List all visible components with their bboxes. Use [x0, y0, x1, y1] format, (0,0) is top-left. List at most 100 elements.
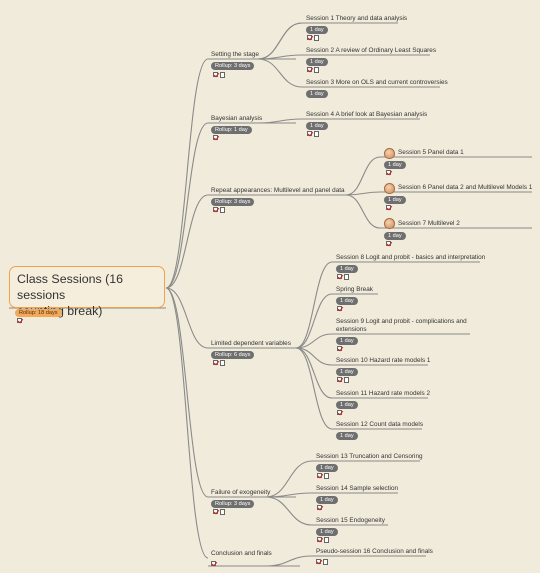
document-icon[interactable] [220, 72, 225, 78]
session-label[interactable]: Pseudo-session 16 Conclusion and finals [316, 548, 433, 555]
root-rollup-badge: Rollup: 18 days [15, 309, 62, 317]
document-icon[interactable] [324, 537, 329, 543]
checkbox-icon[interactable] [337, 346, 342, 351]
session-label[interactable]: Session 15 Endogeneity [316, 517, 385, 524]
duration-badge: 1 day [384, 196, 406, 204]
connector [345, 191, 381, 196]
checkbox-icon[interactable] [17, 318, 22, 323]
checkbox-icon[interactable] [337, 306, 342, 311]
connector [345, 156, 381, 196]
connector [295, 347, 333, 399]
connector [165, 287, 209, 349]
document-icon[interactable] [323, 559, 328, 565]
duration-badge: 1 day [336, 401, 358, 409]
connector [295, 261, 333, 349]
session-label[interactable]: Session 6 Panel data 2 and Multilevel Mo… [398, 184, 533, 191]
checkbox-icon[interactable] [211, 561, 216, 566]
rollup-badge: Rollup: 6 days [211, 351, 255, 359]
duration-badge: 1 day [384, 161, 406, 169]
checkbox-icon[interactable] [307, 67, 312, 72]
connector [265, 460, 313, 498]
document-icon[interactable] [314, 35, 319, 41]
document-icon[interactable] [314, 131, 319, 137]
session-label[interactable]: Session 4 A brief look at Bayesian analy… [306, 111, 428, 118]
rollup-badge: Rollup: 3 days [211, 500, 255, 508]
session-label[interactable]: Session 3 More on OLS and current contro… [306, 79, 448, 86]
checkbox-icon[interactable] [386, 205, 391, 210]
session-label[interactable]: Session 8 Logit and probit - basics and … [336, 254, 486, 261]
hand-icon [384, 148, 395, 159]
session-label[interactable]: Session 10 Hazard rate models 1 [336, 357, 431, 364]
checkbox-icon[interactable] [213, 207, 218, 212]
checkbox-icon[interactable] [317, 505, 322, 510]
duration-badge: 1 day [306, 58, 328, 66]
duration-badge: 1 day [336, 368, 358, 376]
duration-badge: 1 day [336, 432, 358, 440]
session-label[interactable]: Session 13 Truncation and Censoring [316, 453, 423, 460]
checkbox-icon[interactable] [386, 241, 391, 246]
hand-icon [384, 218, 395, 229]
duration-badge: 1 day [384, 232, 406, 240]
document-icon[interactable] [344, 274, 349, 280]
connector [295, 293, 333, 349]
session-label-cont[interactable]: extensions [336, 326, 367, 333]
rollup-badge: Rollup: 3 days [211, 62, 255, 70]
connector [295, 347, 333, 430]
duration-badge: 1 day [306, 26, 328, 34]
session-label[interactable]: Session 14 Sample selection [316, 485, 399, 492]
duration-badge: 1 day [316, 528, 338, 536]
session-label[interactable]: Session 2 A review of Ordinary Least Squ… [306, 47, 437, 54]
topic-repeat-appearances[interactable]: Repeat appearances: Multilevel and panel… [211, 187, 345, 194]
duration-badge: 1 day [306, 122, 328, 130]
checkbox-icon[interactable] [316, 559, 321, 564]
document-icon[interactable] [220, 207, 225, 213]
connector [257, 58, 303, 88]
document-icon[interactable] [314, 67, 319, 73]
connector [265, 492, 313, 498]
session-label[interactable]: Session 11 Hazard rate models 2 [336, 390, 431, 397]
duration-badge: 1 day [316, 496, 338, 504]
connector [265, 555, 313, 567]
checkbox-icon[interactable] [337, 377, 342, 382]
session-label[interactable]: Session 12 Count data models [336, 421, 424, 428]
duration-badge: 1 day [336, 297, 358, 305]
document-icon[interactable] [324, 473, 329, 479]
topic-bayesian-analysis[interactable]: Bayesian analysis [211, 115, 263, 122]
checkbox-icon[interactable] [213, 72, 218, 77]
connector [165, 194, 209, 289]
session-label[interactable]: Session 1 Theory and data analysis [306, 15, 408, 22]
checkbox-icon[interactable] [307, 131, 312, 136]
checkbox-icon[interactable] [317, 473, 322, 478]
connector [165, 58, 209, 289]
topic-limited-dependent-variables[interactable]: Limited dependent variables [211, 340, 291, 347]
connector [165, 122, 209, 289]
topic-setting-the-stage[interactable]: Setting the stage [211, 51, 259, 58]
connector [257, 54, 303, 60]
checkbox-icon[interactable] [213, 509, 218, 514]
document-icon[interactable] [220, 360, 225, 366]
connector [265, 496, 313, 526]
connector [257, 22, 303, 60]
session-label[interactable]: Session 5 Panel data 1 [398, 149, 464, 156]
root-node[interactable]: Class Sessions (16 sessions counting bre… [9, 266, 165, 318]
duration-badge: 1 day [316, 464, 338, 472]
checkbox-icon[interactable] [386, 170, 391, 175]
checkbox-icon[interactable] [337, 274, 342, 279]
checkbox-icon[interactable] [337, 410, 342, 415]
session-label[interactable]: Session 7 Multilevel 2 [398, 220, 460, 227]
checkbox-icon[interactable] [307, 35, 312, 40]
session-label[interactable]: Spring Break [336, 286, 373, 293]
document-icon[interactable] [344, 377, 349, 383]
session-label[interactable]: Session 9 Logit and probit - complicatio… [336, 318, 467, 325]
topic-conclusion-and-finals[interactable]: Conclusion and finals [211, 550, 272, 557]
rollup-badge: Rollup: 1 day [211, 126, 252, 134]
checkbox-icon[interactable] [213, 135, 218, 140]
connector [165, 287, 209, 498]
hand-icon [384, 183, 395, 194]
root-title-line-1: Class Sessions (16 sessions [17, 272, 124, 302]
document-icon[interactable] [220, 509, 225, 515]
checkbox-icon[interactable] [213, 360, 218, 365]
checkbox-icon[interactable] [317, 537, 322, 542]
topic-failure-of-exogeneity[interactable]: Failure of exogeneity [211, 489, 271, 496]
